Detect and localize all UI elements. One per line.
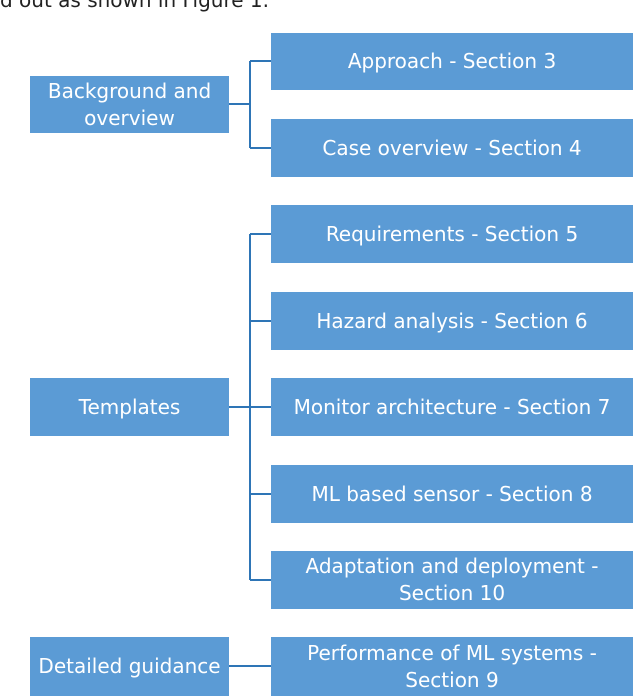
category-detailed-guidance: Detailed guidance [30,637,229,696]
category-background-and-overview: Background and overview [30,76,229,133]
section-performance-of-ml-systems: Performance of ML systems - Section 9 [271,637,633,696]
section-monitor-architecture: Monitor architecture - Section 7 [271,378,633,436]
section-approach: Approach - Section 3 [271,33,633,90]
section-hazard-analysis: Hazard analysis - Section 6 [271,292,633,350]
category-templates: Templates [30,378,229,436]
section-ml-based-sensor: ML based sensor - Section 8 [271,465,633,523]
section-adaptation-and-deployment: Adaptation and deployment - Section 10 [271,551,633,609]
section-requirements: Requirements - Section 5 [271,205,633,263]
section-case-overview: Case overview - Section 4 [271,119,633,177]
intro-text-fragment: d out as shown in Figure 1. [0,0,270,12]
